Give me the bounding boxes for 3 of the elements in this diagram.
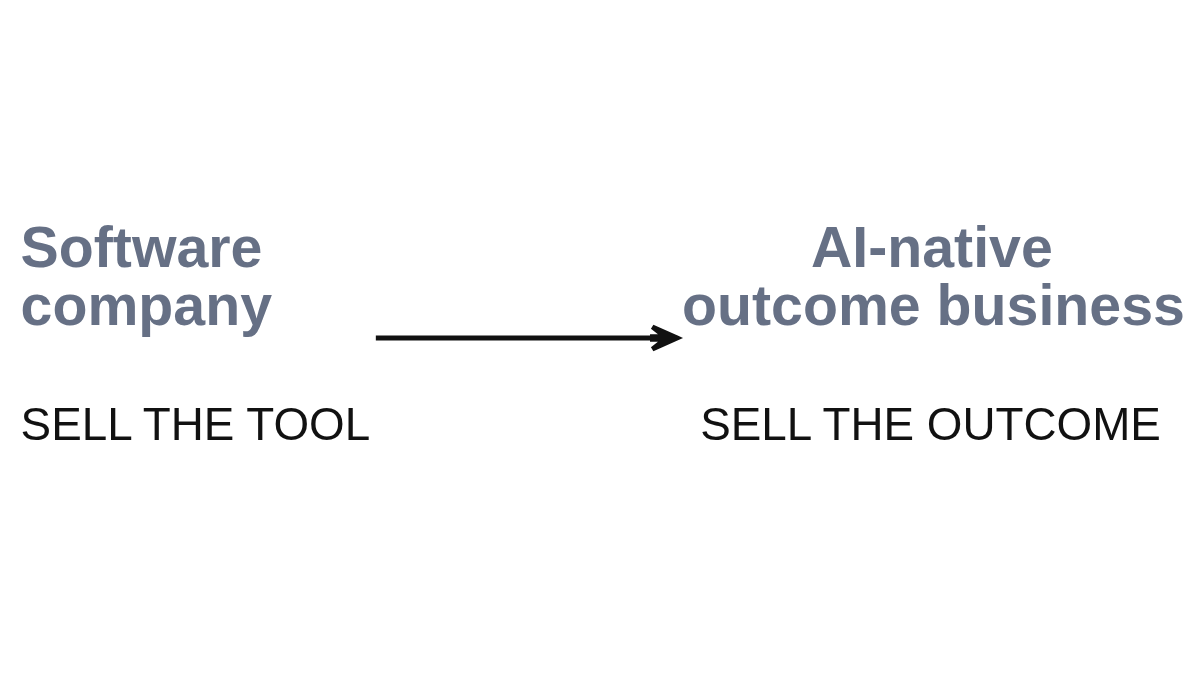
node-text: Software company SELL THE TOOL — [20, 214, 371, 450]
arrow — [375, 323, 680, 352]
node-text: AI-native outcome business SELL THE OUTCOME — [682, 214, 1185, 450]
